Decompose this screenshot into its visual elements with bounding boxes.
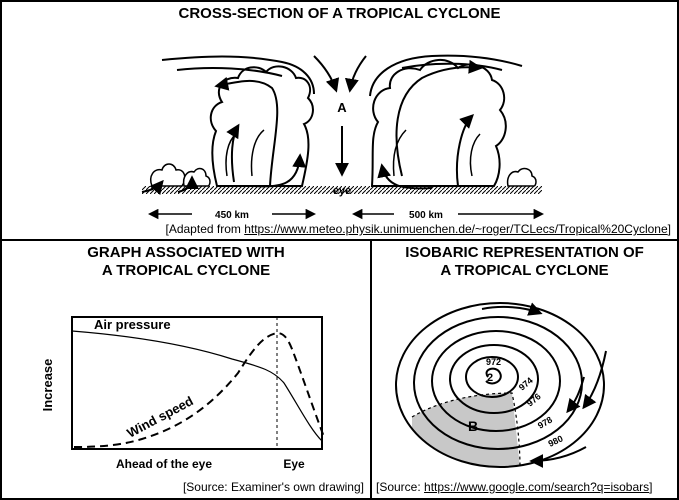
graph-title-line1: GRAPH ASSOCIATED WITH [87, 244, 285, 261]
graph-plot: Air pressure Wind speed Increase Ahead o… [40, 316, 325, 471]
curve-label-air-pressure: Air pressure [94, 317, 171, 332]
eye-right-curve-arrow [344, 55, 367, 93]
eye-left-curve-arrow [313, 55, 340, 93]
right-cloud [370, 59, 507, 187]
y-axis-label: Increase [40, 359, 55, 412]
left-updraft-arrow [226, 123, 240, 183]
source-suffix: ] [667, 222, 671, 236]
small-cloud-left [150, 163, 186, 187]
graph-title-line2: A TROPICAL CYCLONE [101, 262, 271, 279]
region-b-boundary [411, 392, 521, 468]
dist-left-label: 450 km [215, 210, 249, 221]
rotation-arrow-top [481, 302, 543, 316]
left-outflow-arrow [214, 76, 279, 187]
ground-hatching [142, 186, 542, 194]
left-inflow-arrow [141, 179, 164, 196]
rotation-arrow-right [582, 350, 607, 410]
source-link[interactable]: https://www.meteo.physik.unimuenchen.de/… [244, 222, 668, 236]
wind-speed-curve [73, 331, 325, 448]
dist-right-label: 500 km [409, 210, 443, 221]
right-updraft-arrow [456, 114, 474, 187]
isobar-label-972: 972 [486, 357, 501, 367]
x-axis-label-left: Ahead of the eye [116, 457, 212, 471]
right-outflow-arrow [395, 59, 483, 177]
cross-section-title: CROSS-SECTION OF A TROPICAL CYCLONE [178, 5, 501, 22]
cross-section-diagram: A eye 450 km 500 km [141, 54, 545, 221]
cross-section-source: [Adapted from https://www.meteo.physik.u… [166, 222, 672, 236]
region-b-label: B [468, 418, 478, 434]
isobar-label-978: 978 [536, 415, 554, 431]
air-pressure-curve [71, 330, 323, 442]
isobar-source-prefix: [Source: [376, 480, 425, 494]
isobar-center-spiral [485, 367, 502, 385]
label-eye: eye [333, 185, 351, 197]
isobar-center-label: 2 [487, 372, 493, 384]
isobar-980 [395, 302, 605, 468]
small-cloud-left-2 [182, 167, 211, 187]
plot-frame [71, 316, 323, 450]
cross-section-panel: CROSS-SECTION OF A TROPICAL CYCLONE [0, 0, 679, 241]
isobar-972 [465, 356, 519, 398]
rotation-arrow-bottom [529, 446, 587, 468]
label-a: A [337, 100, 347, 115]
isobar-976 [431, 330, 561, 432]
graph-source: [Source: Examiner's own drawing] [182, 480, 364, 494]
curve-label-wind-speed: Wind speed [124, 393, 195, 440]
isobar-label-974: 974 [517, 375, 535, 392]
isobar-974 [449, 344, 539, 414]
small-cloud-right [506, 167, 537, 187]
isobar-source-suffix: ] [649, 480, 653, 494]
isobar-source-link[interactable]: https://www.google.com/search?q=isobars [424, 480, 650, 494]
isobar-title-line1: ISOBARIC REPRESENTATION OF [405, 244, 644, 261]
rotation-arrow-right-inner [566, 376, 585, 414]
graph-panel: GRAPH ASSOCIATED WITH A TROPICAL CYCLONE… [0, 239, 372, 500]
right-inner-arrow [377, 163, 433, 190]
isobar-title-line2: A TROPICAL CYCLONE [440, 262, 609, 279]
isobar-map: 972 974 976 978 980 2 B [395, 302, 607, 468]
isobar-panel: ISOBARIC REPRESENTATION OF A TROPICAL CY… [370, 239, 679, 500]
source-prefix: [Adapted from [165, 222, 245, 236]
left-inflow-arrow-2 [177, 175, 199, 193]
left-inner-arrow [253, 153, 307, 188]
right-anvil [369, 54, 523, 97]
isobar-source: [Source: https://www.google.com/search?q… [376, 480, 653, 494]
x-axis-label-right: Eye [283, 457, 305, 471]
left-anvil [161, 55, 315, 95]
isobar-label-976: 976 [525, 391, 543, 408]
